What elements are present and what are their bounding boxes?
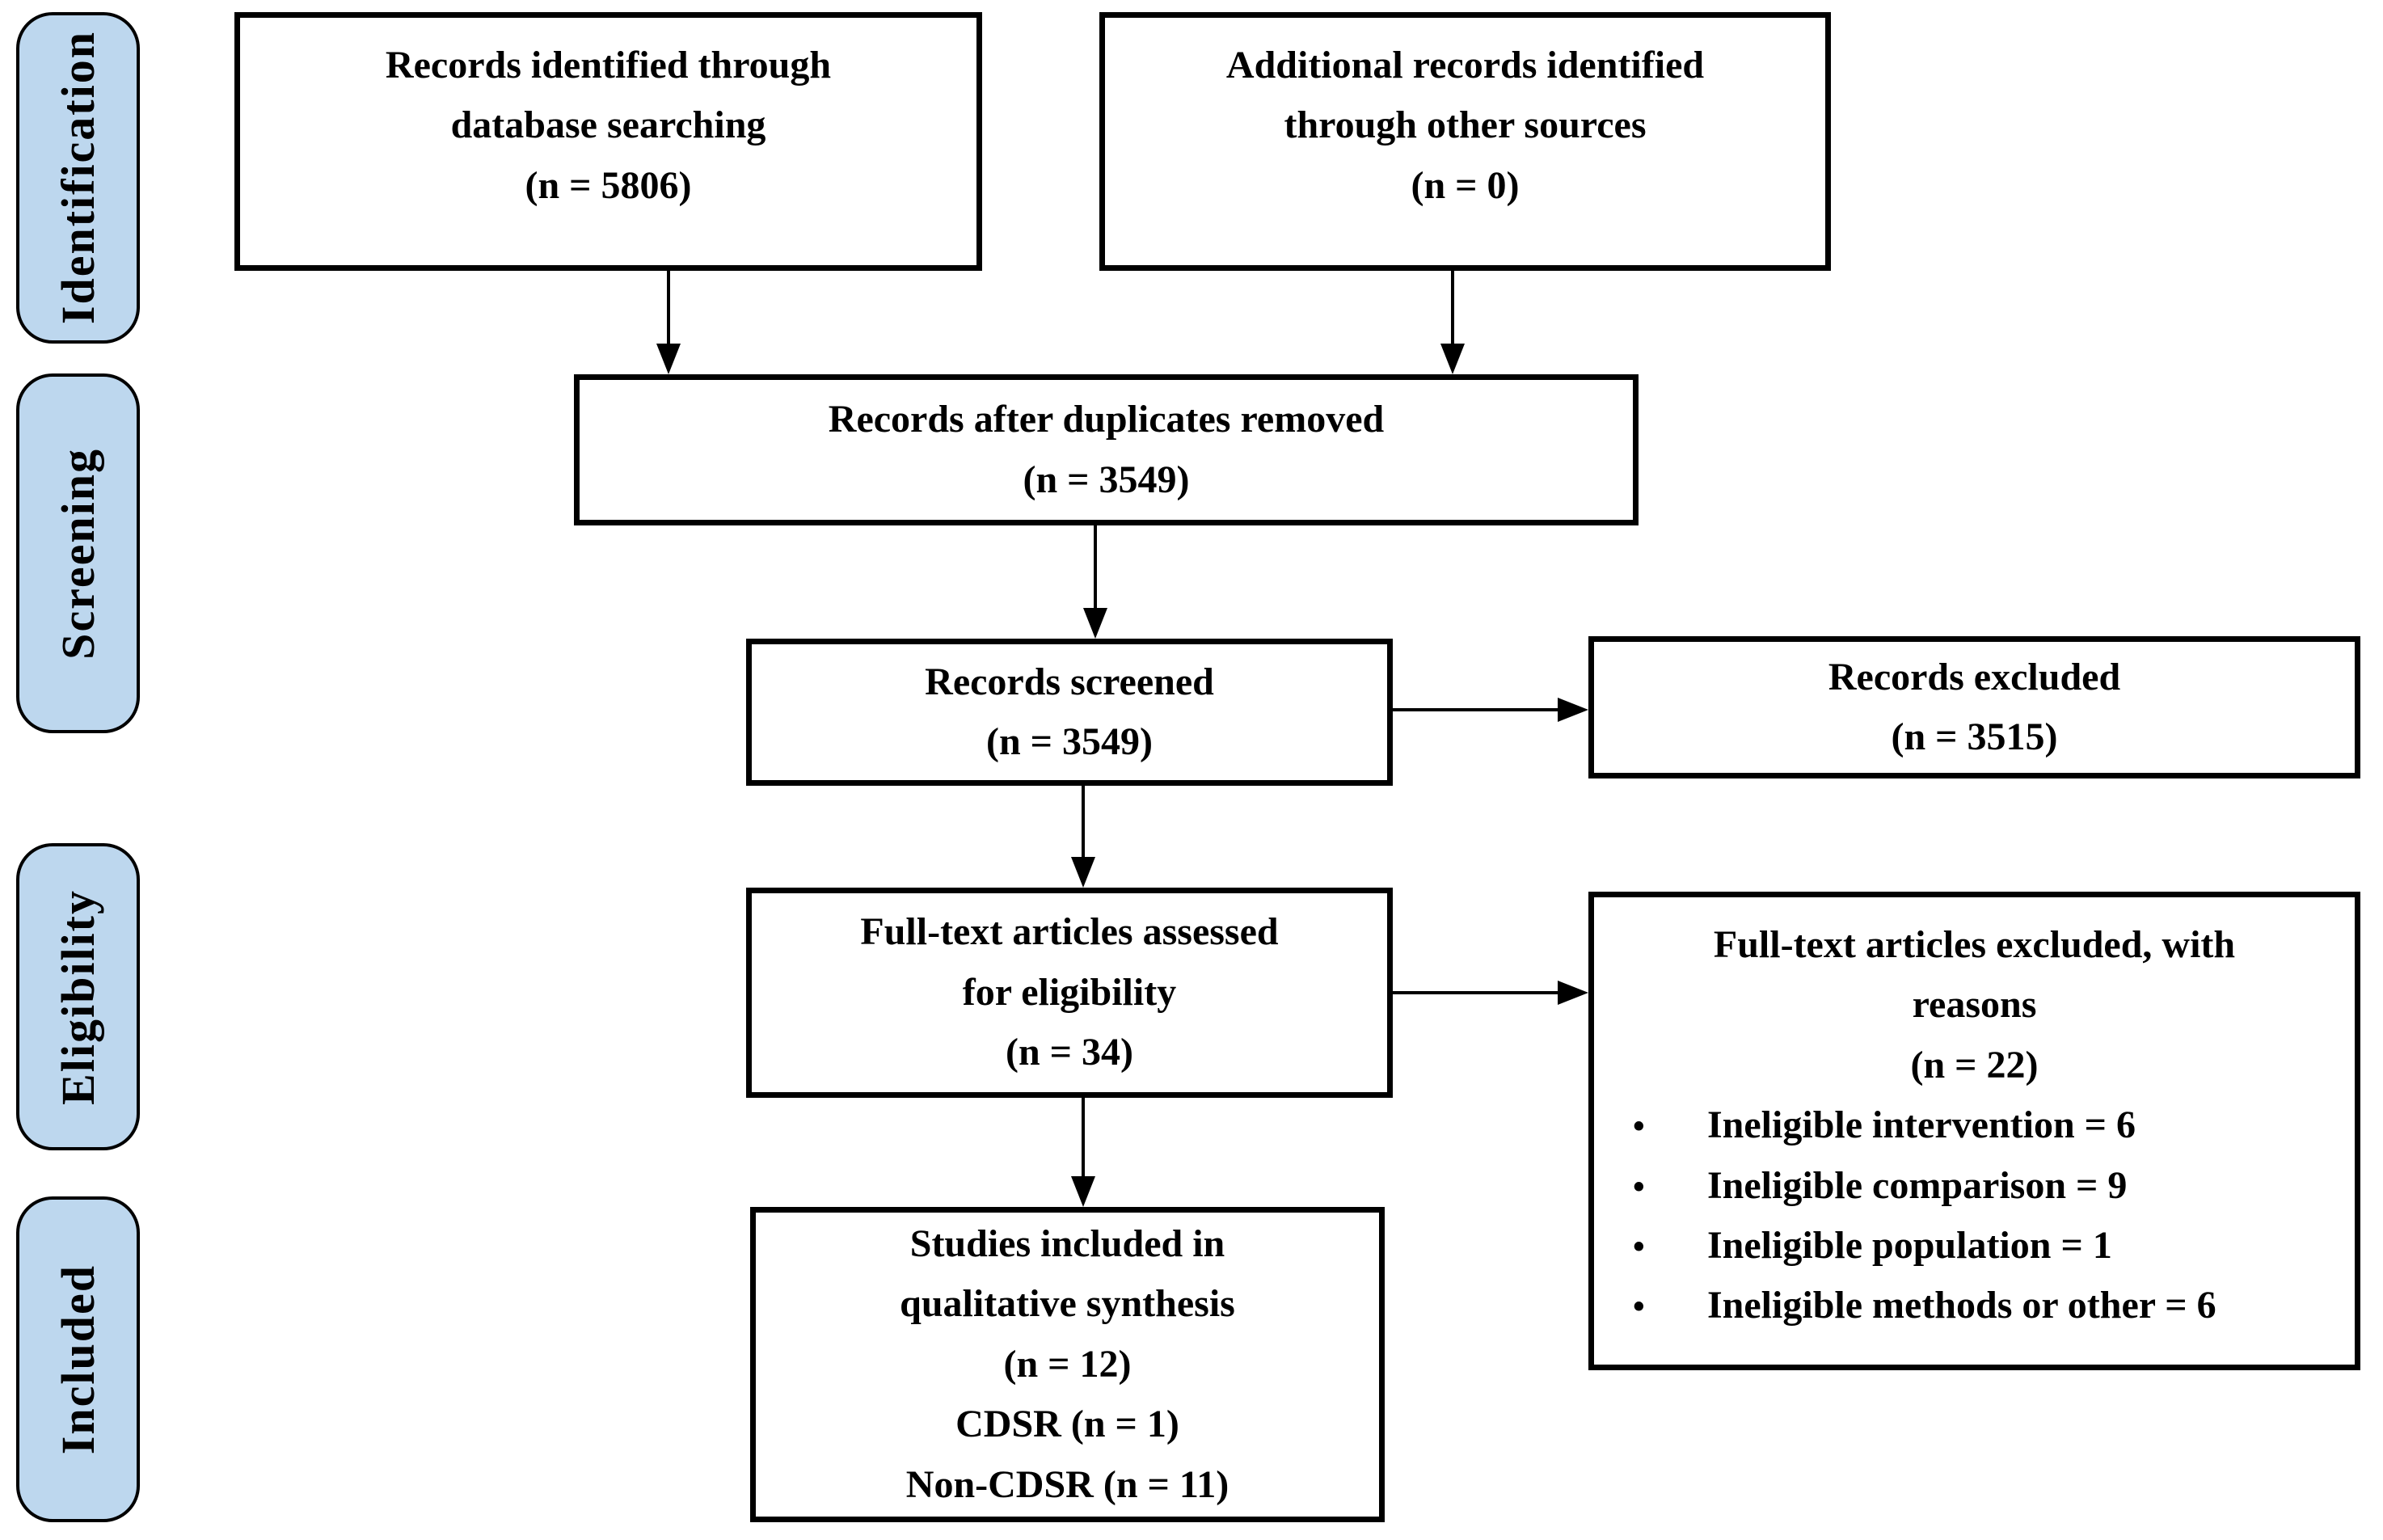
box-duplicates-removed: Records after duplicates removed (n = 35… bbox=[574, 374, 1639, 525]
arrowhead-down-icon bbox=[1083, 608, 1107, 639]
exclusion-reason-item: • Ineligible comparison = 9 bbox=[1594, 1156, 2355, 1216]
box-line: (n = 3549) bbox=[1023, 458, 1190, 501]
box-line: Full-text articles excluded, with bbox=[1713, 923, 2236, 966]
box-line: (n = 5806) bbox=[525, 163, 692, 207]
stage-included: Included bbox=[16, 1196, 140, 1522]
arrow-shaft bbox=[1451, 271, 1454, 345]
box-line: reasons bbox=[1912, 983, 2037, 1027]
bullet-icon: • bbox=[1633, 1168, 1645, 1206]
box-line: (n = 22) bbox=[1910, 1043, 2039, 1086]
bullet-icon: • bbox=[1633, 1228, 1645, 1266]
arrow-duplicates-to-screened bbox=[1083, 525, 1107, 639]
box-fulltext-excluded: Full-text articles excluded, with reason… bbox=[1588, 892, 2360, 1370]
box-records-identified: Records identified through database sear… bbox=[234, 12, 982, 271]
exclusion-reason-text: Ineligible comparison = 9 bbox=[1707, 1163, 2128, 1207]
box-records-excluded: Records excluded (n = 3515) bbox=[1588, 636, 2360, 778]
arrowhead-right-icon bbox=[1558, 698, 1588, 722]
box-line: Non-CDSR (n = 11) bbox=[905, 1462, 1229, 1506]
arrowhead-down-icon bbox=[656, 344, 681, 374]
box-line: Studies included in bbox=[909, 1222, 1225, 1266]
bullet-icon: • bbox=[1633, 1108, 1645, 1146]
stage-identification: Identification bbox=[16, 12, 140, 344]
bullet-icon: • bbox=[1633, 1289, 1645, 1327]
arrowhead-down-icon bbox=[1071, 857, 1095, 888]
arrowhead-right-icon bbox=[1558, 981, 1588, 1005]
box-line: Full-text articles assessed bbox=[860, 910, 1279, 954]
box-line: Records screened bbox=[925, 660, 1214, 703]
arrow-screened-to-excluded bbox=[1393, 698, 1588, 722]
arrow-shaft bbox=[667, 271, 670, 345]
arrow-shaft bbox=[1082, 1098, 1085, 1178]
box-line: qualitative synthesis bbox=[900, 1282, 1235, 1326]
box-line: Records excluded bbox=[1828, 655, 2121, 698]
exclusion-reason-text: Ineligible population = 1 bbox=[1707, 1223, 2112, 1267]
arrow-fulltext-to-included bbox=[1071, 1098, 1095, 1207]
arrow-shaft bbox=[1393, 708, 1559, 711]
box-line: (n = 12) bbox=[1003, 1342, 1132, 1386]
box-studies-included: Studies included in qualitative synthesi… bbox=[750, 1207, 1385, 1522]
stage-label: Identification bbox=[52, 31, 104, 325]
exclusion-reason-item: • Ineligible population = 1 bbox=[1594, 1216, 2355, 1276]
box-line: through other sources bbox=[1284, 103, 1647, 147]
exclusion-reason-item: • Ineligible intervention = 6 bbox=[1594, 1095, 2355, 1155]
arrow-shaft bbox=[1082, 786, 1085, 859]
arrow-shaft bbox=[1094, 525, 1097, 610]
box-line: Additional records identified bbox=[1225, 44, 1705, 86]
stage-label: Included bbox=[52, 1264, 104, 1455]
box-line: Records after duplicates removed bbox=[828, 398, 1385, 441]
exclusion-reason-item: • Ineligible methods or other = 6 bbox=[1594, 1276, 2355, 1335]
arrow-identified-to-duplicates bbox=[656, 271, 681, 374]
stage-eligibility: Eligibility bbox=[16, 843, 140, 1150]
box-line: Records identified through bbox=[385, 44, 832, 86]
box-records-screened: Records screened (n = 3549) bbox=[746, 639, 1393, 786]
box-line: (n = 3549) bbox=[985, 720, 1153, 763]
stage-screening: Screening bbox=[16, 373, 140, 733]
arrowhead-down-icon bbox=[1440, 344, 1465, 374]
arrow-additional-to-duplicates bbox=[1440, 271, 1465, 374]
arrow-fulltext-to-reasons bbox=[1393, 981, 1588, 1005]
exclusion-reason-text: Ineligible intervention = 6 bbox=[1707, 1103, 2136, 1147]
exclusion-reason-text: Ineligible methods or other = 6 bbox=[1707, 1284, 2216, 1327]
box-line: (n = 3515) bbox=[1891, 715, 2058, 758]
stage-label: Eligibility bbox=[52, 888, 104, 1105]
stage-label: Screening bbox=[52, 447, 104, 660]
box-line: (n = 0) bbox=[1411, 163, 1520, 207]
arrowhead-down-icon bbox=[1071, 1176, 1095, 1207]
box-line: database searching bbox=[450, 103, 766, 147]
arrow-screened-to-fulltext bbox=[1071, 786, 1095, 888]
box-line: (n = 34) bbox=[1005, 1031, 1133, 1074]
box-line: for eligibility bbox=[962, 970, 1177, 1014]
arrow-shaft bbox=[1393, 991, 1559, 994]
box-line: CDSR (n = 1) bbox=[955, 1403, 1179, 1446]
box-fulltext-assessed: Full-text articles assessed for eligibil… bbox=[746, 888, 1393, 1098]
box-additional-records: Additional records identified through ot… bbox=[1099, 12, 1831, 271]
